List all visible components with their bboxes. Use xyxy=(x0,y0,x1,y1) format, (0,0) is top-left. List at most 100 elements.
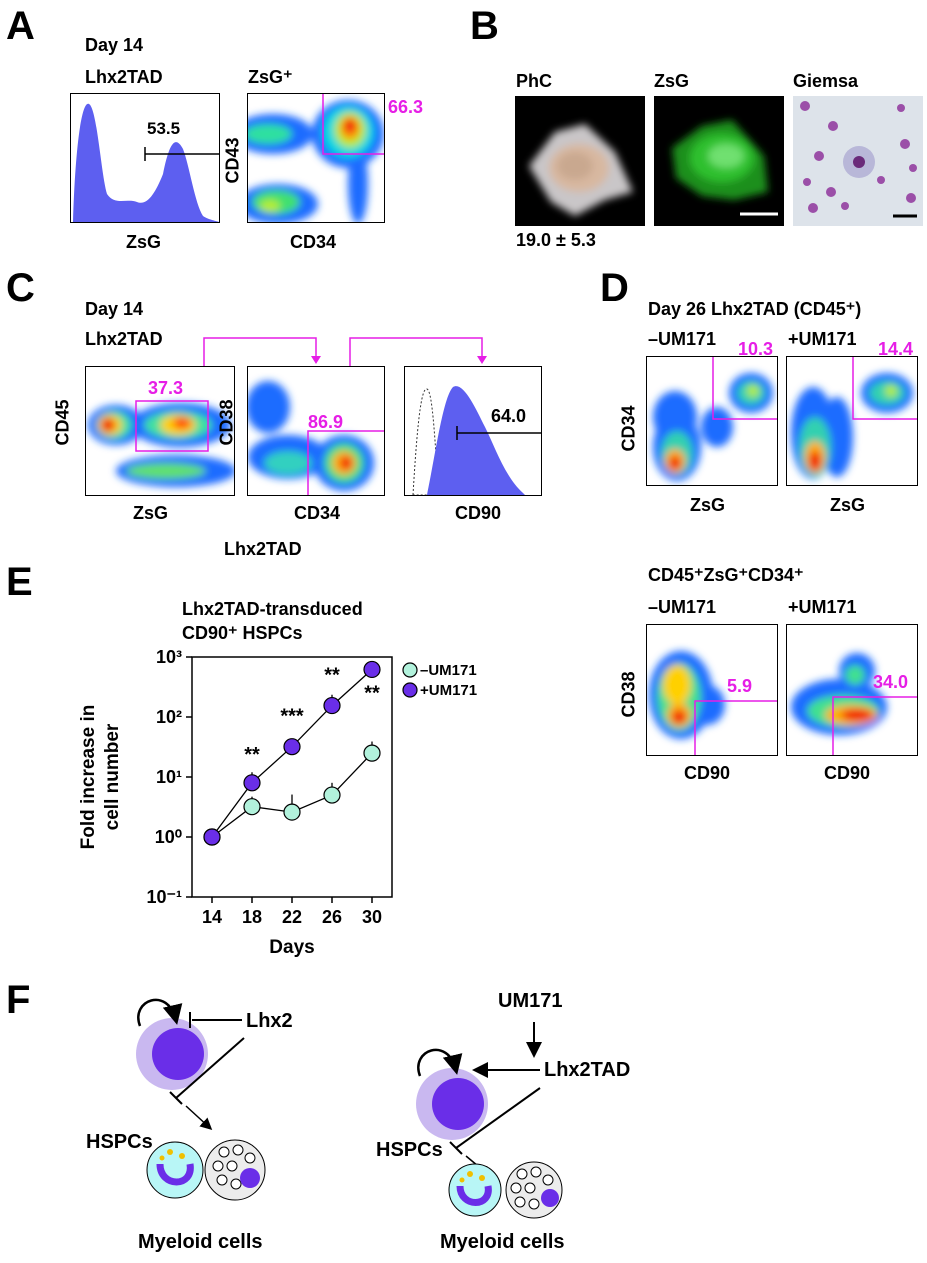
panel-d-top-xlabel-1: ZsG xyxy=(830,495,866,515)
panel-a-hist-gate: 53.5 xyxy=(147,119,181,138)
left-schematic xyxy=(136,998,266,1201)
panel-d-minus-zsg-cd34-plot xyxy=(646,356,778,486)
data-point xyxy=(323,696,341,715)
panel-a-density xyxy=(247,93,385,223)
panel-c-p2-ylabel: CD38 xyxy=(216,399,237,446)
panel-c-p1-ylabel: CD45 xyxy=(52,399,73,446)
panel-d-plus-cd90-cd38-plot: 34.0 xyxy=(786,624,918,756)
panel-d-top-cond-0: –UM171 xyxy=(648,329,717,349)
panel-a-hist-title: Lhx2TAD xyxy=(85,67,163,87)
panel-c-cd90-histogram: 64.0 xyxy=(404,366,542,496)
panel-label-c: C xyxy=(6,266,35,310)
panel-d-bottom-xlabel-1: CD90 xyxy=(824,763,871,783)
data-point xyxy=(243,774,261,792)
giemsa-stain-image xyxy=(793,96,923,226)
right-regulator-label: Lhx2TAD xyxy=(544,1059,631,1081)
x-tick-label: 18 xyxy=(242,907,262,927)
x-tick-label: 14 xyxy=(202,907,222,927)
significance-marker: ** xyxy=(364,682,380,704)
growth-chart: –UM171 +UM171 10³ 10² 10¹ 10⁰ 10⁻¹ 14 18 22 26 30D… xyxy=(78,647,477,958)
panel-c-title: Lhx2TAD xyxy=(85,329,163,349)
y-tick-label: 10³ xyxy=(156,647,182,667)
significance-marker: *** xyxy=(280,706,304,728)
schematic-diagram xyxy=(136,998,563,1219)
right-cell-label: HSPCs xyxy=(376,1139,443,1161)
data-point xyxy=(363,660,381,679)
panel-d-bottom-cond-0: –UM171 xyxy=(648,597,717,617)
panel-d-minus-cd90-cd38-plot: 5.9 xyxy=(646,624,778,756)
left-regulator-label: Lhx2 xyxy=(246,1010,293,1032)
legend-swatch xyxy=(402,682,418,698)
y-tick-label: 10⁰ xyxy=(155,827,182,847)
panel-a-dot-ylabel: CD43 xyxy=(222,137,243,184)
panel-a-day: Day 14 xyxy=(85,35,144,55)
panel-a-hist-xlabel: ZsG xyxy=(126,232,162,252)
panel-d-bottom-title: CD45⁺ZsG⁺CD34⁺ xyxy=(648,565,804,585)
y-axis-label-line2: cell number xyxy=(102,723,123,830)
panel-d-bottom-gate-1: 34.0 xyxy=(873,672,909,692)
chart-title-line1: Lhx2TAD-transduced xyxy=(182,599,363,619)
data-point xyxy=(243,798,261,816)
panel-d-top-cond-1: +UM171 xyxy=(788,329,857,349)
panel-c-p2-gate: 86.9 xyxy=(308,412,344,432)
phase-contrast-image xyxy=(515,96,645,226)
panel-c-footer: Lhx2TAD xyxy=(224,539,302,559)
panel-label-b: B xyxy=(470,4,499,48)
legend-label: –UM171 xyxy=(420,662,477,679)
panel-d-bottom-xlabel-0: CD90 xyxy=(684,763,731,783)
left-cell-label: HSPCs xyxy=(86,1131,153,1153)
panel-a-dot-xlabel: CD34 xyxy=(290,232,337,252)
legend-label: +UM171 xyxy=(420,682,477,699)
right-schematic xyxy=(416,1022,563,1219)
gating-arrows xyxy=(203,337,487,374)
panel-d-bottom-ylabel: CD38 xyxy=(618,671,639,718)
panel-c-p3-gate: 64.0 xyxy=(491,406,527,426)
y-axis-label-line1: Fold increase in xyxy=(78,705,99,850)
panel-d-bottom-cond-1: +UM171 xyxy=(788,597,857,617)
right-drug-label: UM171 xyxy=(498,990,563,1012)
panel-a-dot-title: ZsG⁺ xyxy=(248,67,293,87)
panel-label-f: F xyxy=(6,978,31,1022)
data-point xyxy=(203,828,221,846)
panel-d-plus-zsg-cd34-plot xyxy=(786,356,918,486)
data-point xyxy=(283,803,301,821)
panel-d-top-xlabel-0: ZsG xyxy=(690,495,726,515)
panel-c-p1-xlabel: ZsG xyxy=(133,503,169,523)
panel-d-top-ylabel: CD34 xyxy=(618,405,639,452)
data-point xyxy=(283,738,301,756)
panel-c-cd34-cd38-plot: 86.9 xyxy=(247,366,385,496)
panel-c-day: Day 14 xyxy=(85,299,144,319)
panel-d-top-gate-1: 14.4 xyxy=(878,339,914,359)
panel-d-title: Day 26 Lhx2TAD (CD45⁺) xyxy=(648,299,862,319)
panel-b-label-giemsa: Giemsa xyxy=(793,71,859,91)
panel-a-histogram: 53.5 xyxy=(70,93,220,223)
legend-swatch xyxy=(402,662,418,678)
panel-c-zsg-cd45-plot: 37.3 xyxy=(85,366,235,496)
zsg-fluorescence-image xyxy=(654,96,784,226)
chart-title-line2: CD90⁺ HSPCs xyxy=(182,623,303,643)
right-product-label: Myeloid cells xyxy=(440,1231,565,1253)
significance-marker: ** xyxy=(244,744,260,766)
significance-marker: ** xyxy=(324,665,340,687)
panel-c-p2-xlabel: CD34 xyxy=(294,503,341,523)
panel-b-label-zsg: ZsG xyxy=(654,71,690,91)
panel-c-p3-xlabel: CD90 xyxy=(455,503,502,523)
panel-label-e: E xyxy=(6,560,33,604)
y-tick-label: 10² xyxy=(156,707,182,727)
panel-a-dot-gate: 66.3 xyxy=(388,97,424,117)
panel-d-bottom-gate-0: 5.9 xyxy=(727,676,753,696)
y-tick-label: 10¹ xyxy=(156,767,182,787)
panel-d-top-gate-0: 10.3 xyxy=(738,339,774,359)
left-product-label: Myeloid cells xyxy=(138,1231,263,1253)
plot-frame xyxy=(191,656,393,898)
panel-label-d: D xyxy=(600,266,629,310)
x-tick-label: 26 xyxy=(322,907,342,927)
x-tick-label: 22 xyxy=(282,907,302,927)
x-axis-label: Days xyxy=(269,937,314,958)
panel-c-p1-gate: 37.3 xyxy=(148,378,184,398)
x-tick-label: 30 xyxy=(362,907,382,927)
data-point xyxy=(363,744,381,762)
panel-label-a: A xyxy=(6,4,35,48)
y-tick-label: 10⁻¹ xyxy=(146,887,182,907)
data-point xyxy=(323,786,341,804)
